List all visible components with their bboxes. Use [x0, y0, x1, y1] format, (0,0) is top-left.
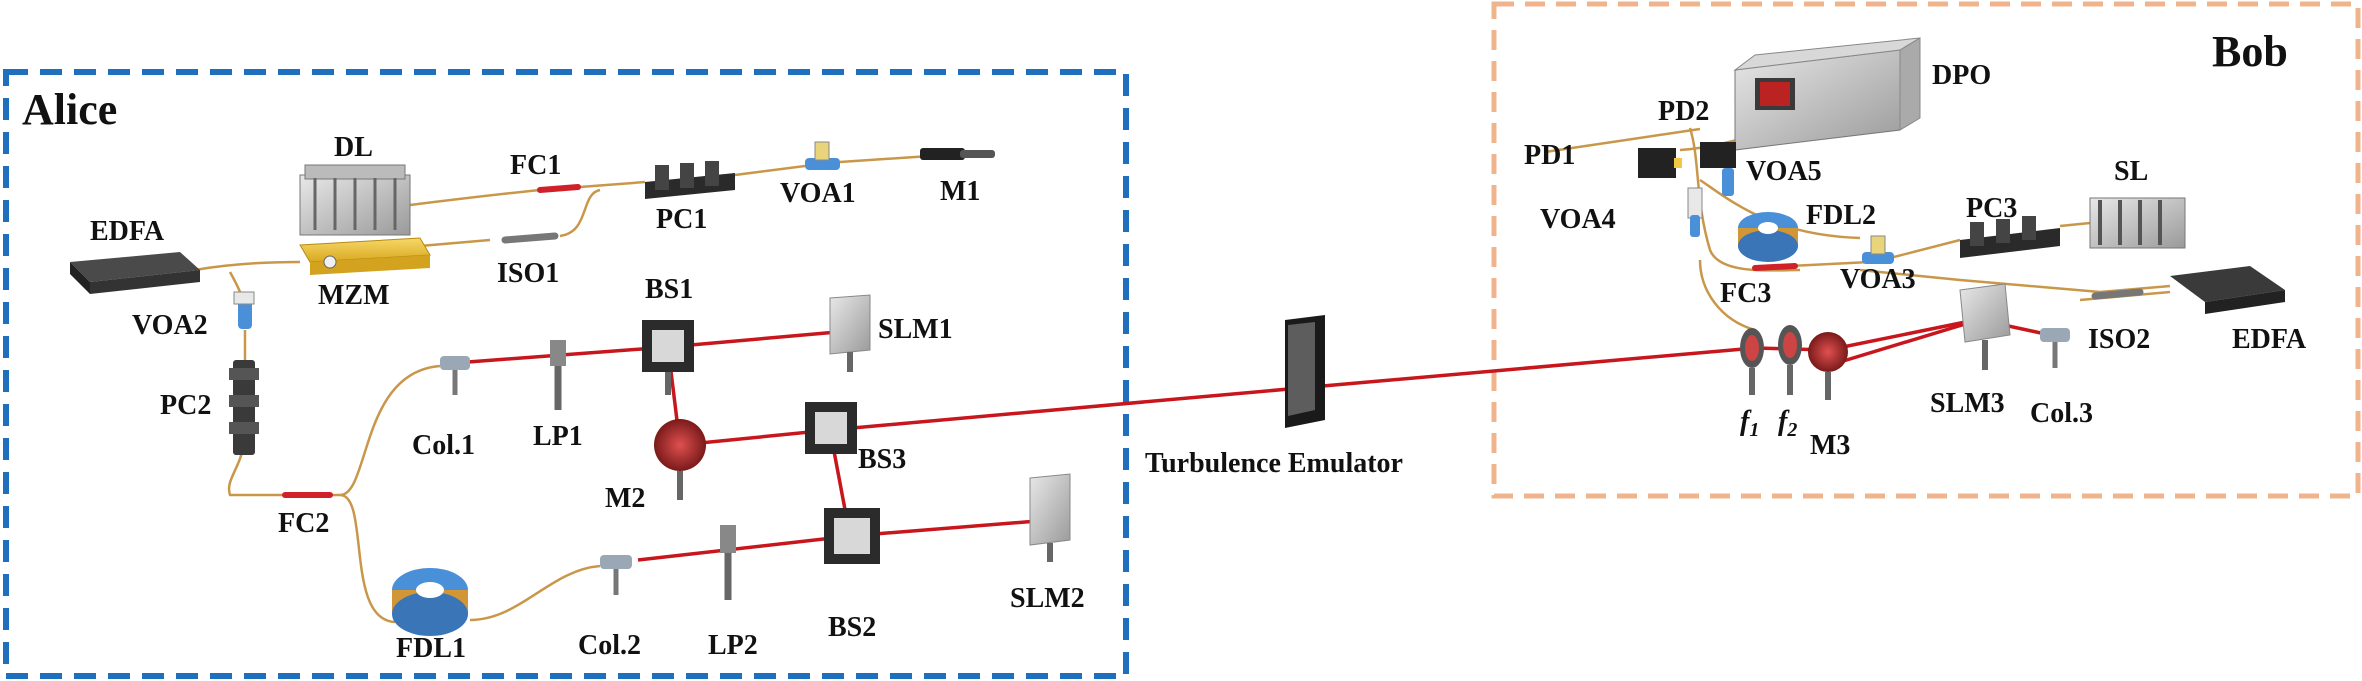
- beam-col2-bs2: [637, 534, 851, 562]
- label-voa2: VOA2: [132, 310, 208, 341]
- label-slm1: SLM1: [878, 314, 953, 345]
- label-pd1: PD1: [1524, 140, 1576, 171]
- lens-f2-device: [1778, 325, 1802, 395]
- iso1-device: [501, 232, 559, 244]
- col3-device: [2040, 328, 2070, 368]
- alice-label: Alice: [22, 85, 118, 134]
- beam-bs1-slm1: [667, 328, 861, 349]
- bob-label: Bob: [2212, 27, 2288, 76]
- voa3-device: [1862, 235, 1894, 264]
- label-turbulence-emulator: Turbulence Emulator: [1145, 448, 1403, 479]
- label-fdl1: FDL1: [396, 633, 466, 664]
- turbulence-emulator-device: [1285, 315, 1325, 428]
- bs2-device: [824, 508, 880, 564]
- label-lp2: LP2: [708, 630, 758, 661]
- beam-m3-slm3: [1827, 316, 1986, 352]
- pc2-device: [229, 360, 259, 455]
- mzm-device: [299, 237, 431, 275]
- label-edfa-alice: EDFA: [90, 216, 165, 247]
- label-bs3: BS3: [858, 444, 907, 475]
- label-fc3: FC3: [1720, 278, 1772, 309]
- slm2-device: [1029, 473, 1071, 562]
- lp1-device: [550, 340, 566, 410]
- label-f2: f2: [1778, 406, 1798, 441]
- label-iso2: ISO2: [2088, 324, 2151, 355]
- label-dl: DL: [334, 132, 373, 163]
- label-fc2: FC2: [278, 508, 330, 539]
- dl-device: [299, 164, 411, 236]
- label-fc1: FC1: [510, 150, 562, 181]
- iso2-device: [2091, 288, 2144, 300]
- voa2-device: [233, 291, 255, 329]
- label-lp1: LP1: [533, 421, 583, 452]
- label-bs2: BS2: [828, 612, 877, 643]
- voa4-device: [1687, 187, 1703, 237]
- label-slm3: SLM3: [1930, 388, 2005, 419]
- col2-device: [600, 555, 632, 595]
- pc3-device: [1960, 216, 2060, 258]
- m1-device: [920, 148, 995, 160]
- slm3-device: [1959, 283, 2011, 370]
- label-voa1: VOA1: [780, 178, 856, 209]
- fc1-coupler: [537, 184, 581, 193]
- label-iso1: ISO1: [497, 258, 560, 289]
- beam-emulator-f1: [1299, 346, 1756, 390]
- label-pc1: PC1: [656, 204, 708, 235]
- pc1-device: [645, 161, 735, 199]
- label-fdl2: FDL2: [1806, 200, 1876, 231]
- label-f1: f1: [1740, 406, 1760, 441]
- beam-bs2-slm2: [849, 518, 1051, 538]
- edfa-alice-device: [70, 252, 200, 294]
- bob-border: [1491, 1, 2361, 499]
- label-pd2: PD2: [1658, 96, 1710, 127]
- m3-device: [1808, 332, 1848, 400]
- lens-f1-device: [1740, 328, 1764, 395]
- sl-device: [2089, 197, 2186, 249]
- lp2-device: [720, 525, 736, 600]
- label-m1: M1: [940, 176, 981, 207]
- beam-slm3-m3: [1839, 316, 1986, 364]
- label-dpo: DPO: [1932, 60, 1992, 91]
- label-pc3: PC3: [1966, 193, 2018, 224]
- label-voa4: VOA4: [1540, 204, 1616, 235]
- label-mzm: MZM: [318, 280, 390, 311]
- m2-device: [654, 419, 706, 500]
- bs1-device: [642, 320, 694, 395]
- label-sl: SL: [2114, 156, 2149, 187]
- pd1-device: [1638, 148, 1682, 178]
- label-voa3: VOA3: [1840, 264, 1916, 295]
- label-pc2: PC2: [160, 390, 212, 421]
- col1-device: [440, 356, 470, 395]
- slm1-device: [829, 294, 871, 372]
- beam-col1-bs1: [467, 345, 669, 364]
- label-m2: M2: [605, 483, 646, 514]
- fibers: [194, 118, 2171, 624]
- voa1-device: [805, 141, 840, 170]
- label-voa5: VOA5: [1746, 156, 1822, 187]
- label-col2: Col.2: [578, 630, 641, 661]
- label-m3: M3: [1810, 430, 1851, 461]
- fc3-coupler: [1752, 263, 1798, 271]
- edfa-bob-device: [2170, 266, 2285, 314]
- label-slm2: SLM2: [1010, 583, 1085, 614]
- label-edfa-bob: EDFA: [2232, 324, 2307, 355]
- label-col3: Col.3: [2030, 398, 2093, 429]
- label-col1: Col.1: [412, 430, 475, 461]
- fdl2-device: [1738, 212, 1798, 262]
- voa5-device: [1700, 142, 1736, 196]
- dpo-device: [1733, 37, 1921, 151]
- fdl1-device: [392, 568, 468, 636]
- label-bs1: BS1: [645, 274, 694, 305]
- beam-bs3-emulator: [829, 386, 1301, 432]
- bs3-device: [805, 402, 857, 454]
- alice-border: [3, 69, 1129, 679]
